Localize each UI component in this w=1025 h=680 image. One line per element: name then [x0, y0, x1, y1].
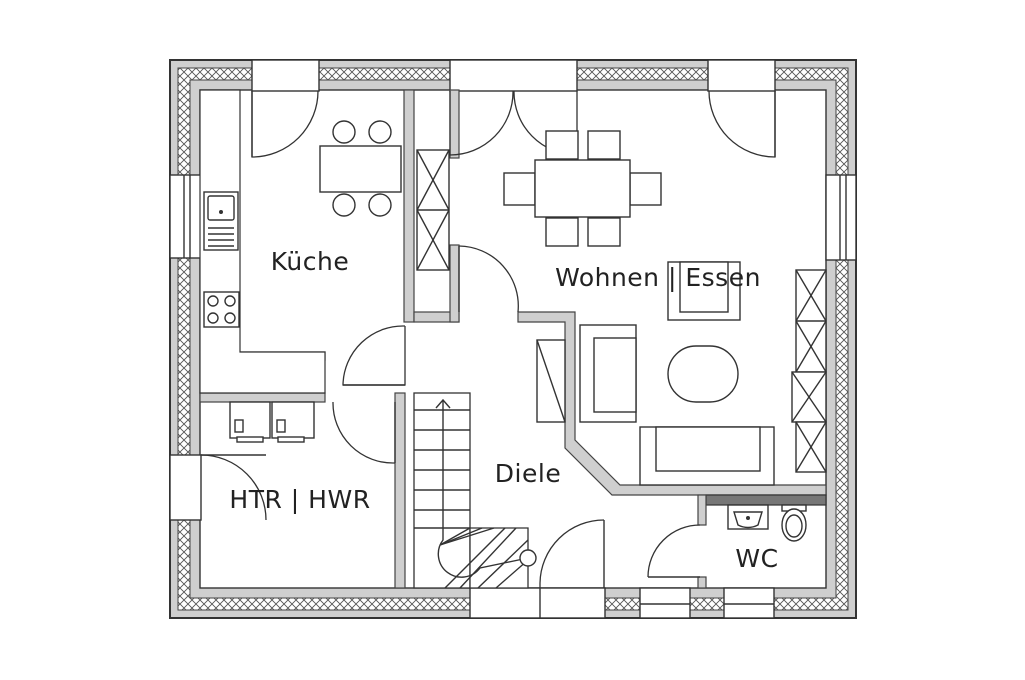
room-label-wc: WC [735, 544, 778, 573]
armchair-icon [667, 261, 741, 321]
room-label-living: Wohnen | Essen [555, 263, 761, 292]
coffee-table-icon [667, 345, 739, 403]
wc-fixtures [727, 504, 807, 542]
kitchen-table [319, 120, 402, 217]
room-label-kitchen: Küche [271, 247, 349, 276]
room-label-hall: Diele [495, 459, 561, 488]
utility-appliances [229, 401, 315, 443]
staircase [413, 392, 537, 589]
exterior-openings [169, 59, 857, 619]
shelf-units [791, 269, 827, 473]
chimney-icon [416, 149, 450, 271]
dining-set [503, 130, 662, 247]
sink-icon [203, 191, 239, 251]
hall-cabinet-icon [536, 339, 566, 423]
cooktop-icon [203, 291, 240, 328]
room-label-utility: HTR | HWR [229, 485, 370, 514]
sofa-icon [579, 324, 775, 486]
exterior-walls [169, 59, 857, 619]
kitchen-furniture [199, 89, 450, 394]
